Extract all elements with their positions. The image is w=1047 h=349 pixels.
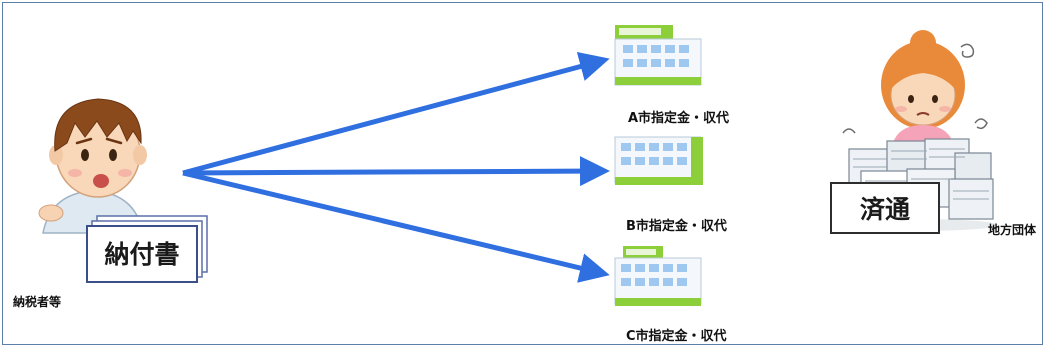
arrow-to-bank-b [182, 156, 610, 187]
taxpayer-brow-left [75, 137, 93, 145]
taxpayer-cheek-left [68, 169, 82, 177]
taxpayer-hand-left [38, 204, 64, 222]
official-cheek-left [895, 106, 907, 112]
official-hair-bun [910, 30, 936, 56]
official-illustration [842, 30, 988, 153]
taxpayer-ear-right [133, 145, 147, 165]
diagram-canvas: 納付書 [38, 25, 998, 306]
arrows [182, 51, 610, 283]
taxpayer-brow-right [105, 137, 123, 145]
dizzy-swirl-icon [960, 43, 975, 58]
settled-notice-card: 済通 [830, 182, 940, 234]
taxpayer-hair [54, 98, 142, 152]
taxpayer-mouth [93, 174, 109, 188]
settled-notice-text: 済通 [860, 195, 910, 224]
taxpayer-eye-right [109, 149, 117, 161]
bank-b-label: B市指定金・収代 [626, 219, 727, 234]
taxpayer-cheek-right [118, 169, 132, 177]
bank-b-building [614, 136, 703, 185]
official-eye-left [908, 95, 914, 103]
official-bangs [891, 57, 955, 89]
bank-c-label: C市指定金・収代 [626, 329, 727, 344]
arrow-to-bank-a [182, 51, 610, 176]
official-mouth [916, 112, 930, 116]
bank-c-building [614, 246, 702, 306]
diagram-frame: 納付書 [2, 2, 1043, 345]
arrow-to-bank-c [182, 170, 610, 283]
local-government-label: 地方団体 [988, 223, 1037, 237]
official-cheek-right [939, 106, 951, 112]
taxpayer-label: 納税者等 [13, 295, 62, 309]
taxpayer-eye-left [81, 149, 89, 161]
bank-a-building [614, 25, 702, 86]
payment-slip-text: 納付書 [104, 240, 179, 269]
taxpayer-ear-left [49, 145, 63, 165]
slip-front [86, 225, 198, 283]
dizzy-lines-icon [842, 118, 988, 134]
bank-a-label: A市指定金・収代 [628, 111, 730, 126]
official-eye-right [932, 95, 938, 103]
taxpayer-illustration [38, 98, 147, 234]
payment-slip-stack: 納付書 [86, 215, 208, 283]
diagram-scene: 納付書 [3, 3, 1042, 344]
